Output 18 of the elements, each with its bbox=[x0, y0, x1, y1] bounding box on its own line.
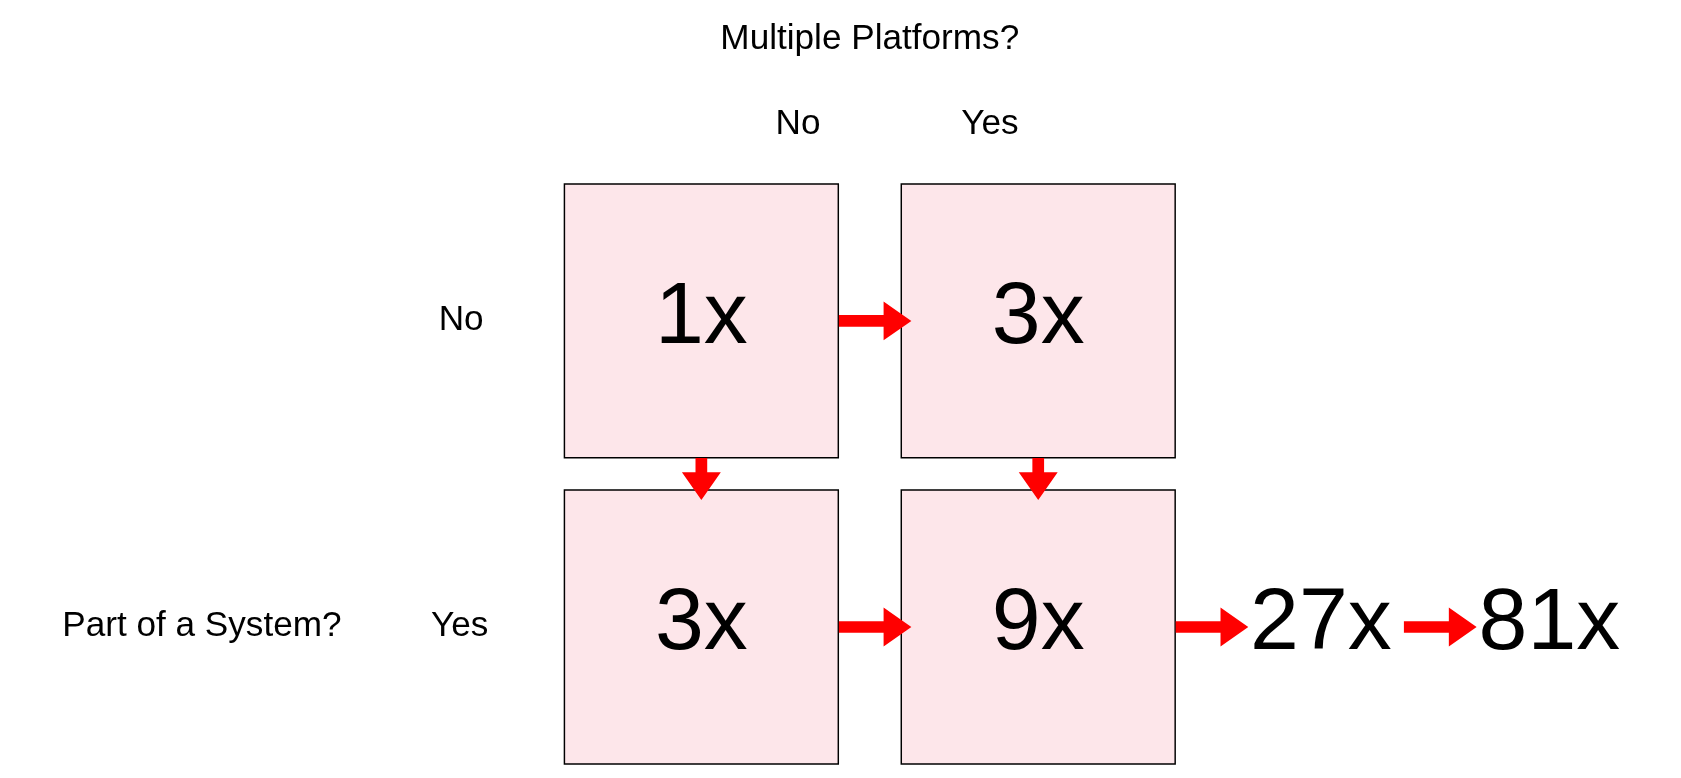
node-box: 9x bbox=[900, 489, 1176, 765]
node-box: 3x bbox=[900, 183, 1176, 459]
label: Yes bbox=[431, 604, 489, 644]
label: No bbox=[775, 102, 821, 142]
arrow bbox=[1403, 607, 1477, 647]
label: Yes bbox=[961, 102, 1019, 142]
arrow bbox=[838, 607, 912, 647]
label: Part of a System? bbox=[62, 604, 342, 644]
node-text: 81x bbox=[1478, 568, 1621, 668]
arrow bbox=[838, 301, 912, 341]
arrow bbox=[681, 458, 721, 500]
arrow bbox=[1018, 458, 1058, 500]
label: Multiple Platforms? bbox=[720, 17, 1020, 57]
label: No bbox=[438, 297, 484, 337]
arrow bbox=[1175, 607, 1249, 647]
node-text: 27x bbox=[1250, 568, 1392, 668]
node-box: 3x bbox=[563, 489, 840, 765]
node-box: 1x bbox=[563, 183, 840, 459]
